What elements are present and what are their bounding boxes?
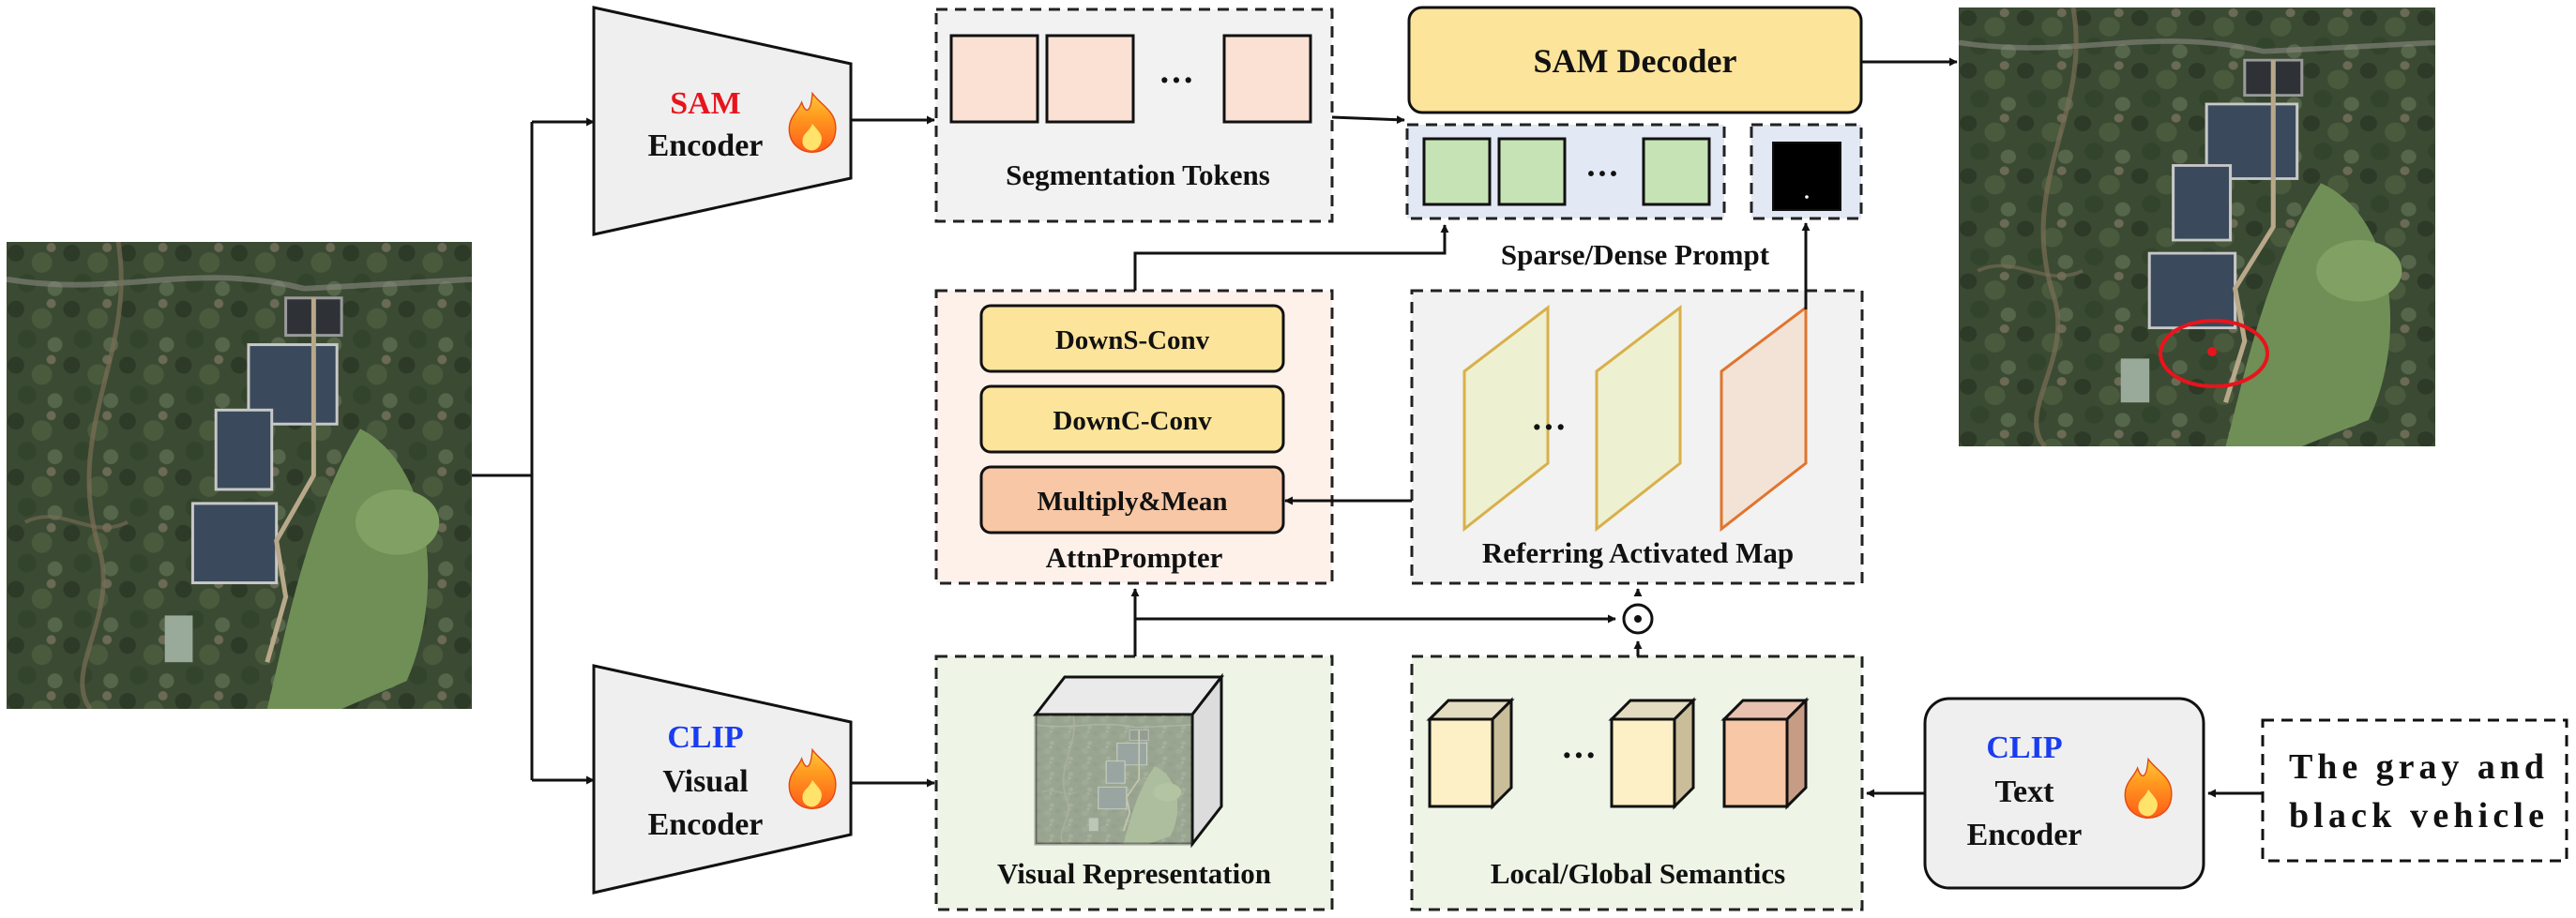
referring-activated-map-panel: ··· Referring Activated Map — [1410, 289, 1864, 585]
sam-decoder-label: SAM Decoder — [1534, 42, 1737, 80]
tokens-ellipsis: ··· — [1159, 61, 1194, 100]
dense-mask-prompt — [1772, 142, 1841, 211]
clip-visual-line3: Encoder — [648, 807, 764, 842]
activation-ellipsis: ··· — [1531, 408, 1567, 447]
sparse-prompt-token — [1497, 137, 1567, 206]
clip-text-name: CLIP — [1986, 730, 2062, 765]
clip-text-encoder: CLIP Text Encoder — [1923, 697, 2205, 890]
attn-prompter-panel: DownS-Conv DownC-Conv Multiply&Mean Attn… — [934, 289, 1334, 585]
semantic-cube — [1426, 697, 1515, 810]
sparse-prompt-token — [1642, 137, 1711, 206]
activation-map-slice — [1462, 304, 1550, 533]
elementwise-product-operator — [1622, 603, 1654, 635]
segmentation-token — [1222, 34, 1312, 124]
input-aerial-image — [7, 242, 472, 709]
attn-prompter-label: AttnPrompter — [1046, 541, 1223, 574]
sparse-prompt-token — [1422, 137, 1492, 206]
output-segmentation-image — [1959, 8, 2435, 446]
tokens-to-decoder-arrow — [1331, 115, 1405, 125]
local-global-semantics-label: Local/Global Semantics — [1491, 857, 1785, 890]
encoder-output-arrows — [851, 115, 935, 788]
downc-conv-block — [979, 384, 1285, 454]
clip-text-line3: Encoder — [1967, 818, 2083, 852]
segmentation-token — [1045, 34, 1135, 124]
visual-representation-panel: Visual Representation — [934, 655, 1334, 911]
sparse-dense-prompt-label: Sparse/Dense Prompt — [1501, 238, 1770, 271]
sparse-prompt-panel: ··· — [1405, 123, 1726, 220]
local-global-semantics-panel: ··· Local/Global Semantics — [1410, 655, 1864, 911]
semantic-cube-global — [1720, 697, 1810, 810]
attnprompter-to-prompt-arrow — [1133, 224, 1449, 291]
multiply-mean-block — [979, 465, 1285, 534]
segmentation-token — [949, 34, 1039, 124]
dense-prompt-panel — [1750, 123, 1863, 220]
segmentation-tokens-panel: ··· Segmentation Tokens — [934, 8, 1334, 223]
sam-encoder-label: Encoder — [648, 128, 764, 163]
visual-representation-label: Visual Representation — [997, 857, 1271, 890]
sam-decoder: SAM Decoder — [1407, 6, 1863, 114]
clip-text-line2: Text — [1995, 775, 2055, 809]
prompt-ellipsis: ··· — [1585, 155, 1619, 192]
activation-map-slice — [1720, 304, 1808, 533]
clip-visual-encoder: CLIP Visual Encoder — [592, 664, 853, 895]
referring-activated-map-label: Referring Activated Map — [1482, 536, 1794, 569]
downs-conv-block — [979, 304, 1285, 373]
sam-encoder-name: SAM — [670, 86, 741, 121]
fusion-arrows — [1130, 588, 1643, 656]
downs-conv-label: DownS-Conv — [1055, 325, 1210, 355]
sam-encoder: SAM Encoder — [592, 6, 853, 236]
target-highlight-circle — [2159, 319, 2269, 388]
clip-visual-name: CLIP — [667, 720, 743, 755]
downc-conv-label: DownC-Conv — [1053, 406, 1212, 436]
semantics-ellipsis: ··· — [1561, 736, 1597, 775]
segmentation-tokens-label: Segmentation Tokens — [1006, 158, 1270, 191]
input-branch-arrows — [472, 117, 595, 785]
semantic-cube — [1608, 697, 1697, 810]
text-query-line2: black vehicle — [2289, 796, 2544, 835]
text-query-box: The gray and black vehicle — [2261, 718, 2568, 863]
activation-map-slice — [1595, 304, 1682, 533]
clip-visual-line2: Visual — [662, 764, 748, 799]
multiply-mean-label: Multiply&Mean — [1038, 487, 1228, 517]
